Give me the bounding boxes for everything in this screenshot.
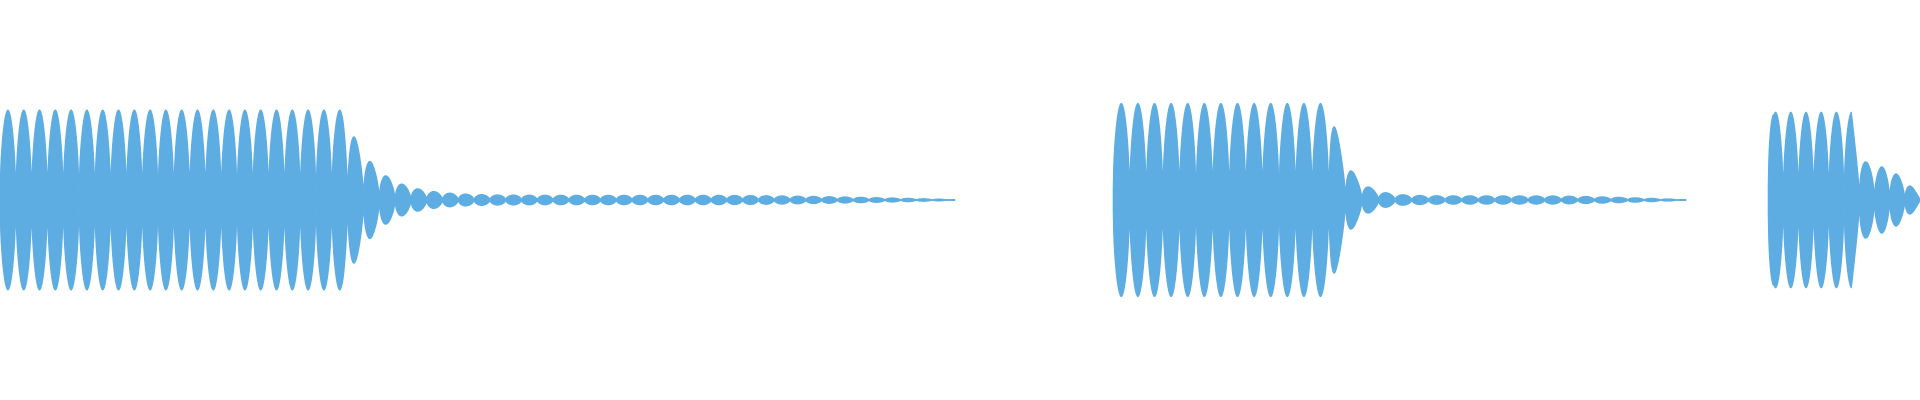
waveform-clips <box>0 102 1920 298</box>
